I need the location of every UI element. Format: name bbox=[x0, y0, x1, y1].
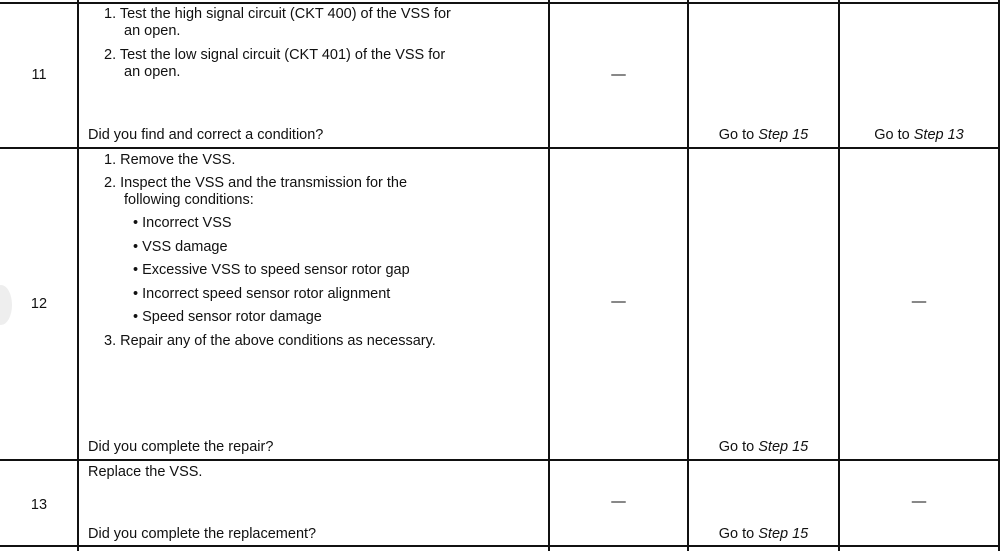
question: Did you complete the repair? bbox=[88, 439, 274, 455]
goto-text: Go to bbox=[718, 526, 759, 542]
value-cell: — bbox=[611, 67, 626, 83]
column-divider bbox=[687, 0, 689, 551]
column-divider bbox=[998, 0, 1000, 551]
action-line: 1. Test the high signal circuit (CKT 400… bbox=[104, 6, 451, 22]
question: Did you find and correct a condition? bbox=[88, 127, 324, 143]
action-line: 3. Repair any of the above conditions as… bbox=[104, 333, 436, 349]
yes-cell: Go to Step 15 bbox=[688, 526, 839, 543]
action-line: an open. bbox=[124, 23, 181, 39]
step-number: 11 bbox=[31, 67, 47, 83]
bullet-item: • Speed sensor rotor damage bbox=[133, 309, 322, 325]
action-line: 1. Remove the VSS. bbox=[104, 152, 236, 168]
yes-cell: Go to Step 15 bbox=[688, 127, 839, 144]
bullet-item: • VSS damage bbox=[133, 239, 228, 255]
question: Did you complete the replacement? bbox=[88, 526, 317, 542]
scan-artifact bbox=[0, 285, 12, 325]
value-cell: — bbox=[611, 494, 626, 510]
action-line: Replace the VSS. bbox=[88, 464, 203, 480]
goto-text: Go to bbox=[718, 127, 759, 143]
bullet-item: • Excessive VSS to speed sensor rotor ga… bbox=[133, 262, 410, 278]
column-divider bbox=[77, 0, 79, 551]
goto-text: Go to bbox=[874, 127, 914, 143]
row-divider bbox=[0, 147, 1000, 149]
action-line: 2. Test the low signal circuit (CKT 401)… bbox=[104, 47, 446, 63]
no-cell: — bbox=[911, 294, 927, 310]
yes-cell: Go to Step 15 bbox=[688, 439, 839, 456]
value-cell: — bbox=[611, 294, 626, 310]
no-cell: — bbox=[911, 494, 927, 510]
no-cell: Go to Step 13 bbox=[839, 127, 999, 144]
action-line: an open. bbox=[124, 64, 181, 80]
step-link: Step 15 bbox=[758, 526, 809, 542]
action-line: following conditions: bbox=[124, 192, 254, 208]
step-number: 12 bbox=[30, 296, 48, 312]
step-link: Step 15 bbox=[758, 439, 809, 455]
step-link: Step 13 bbox=[913, 127, 964, 143]
action-line: 2. Inspect the VSS and the transmission … bbox=[104, 175, 408, 191]
bullet-item: • Incorrect speed sensor rotor alignment bbox=[133, 286, 391, 302]
row-divider bbox=[0, 545, 1000, 547]
column-divider bbox=[548, 0, 550, 551]
step-link: Step 15 bbox=[758, 127, 809, 143]
column-divider bbox=[838, 0, 840, 551]
row-divider bbox=[0, 2, 1000, 4]
row-divider bbox=[0, 459, 1000, 461]
goto-text: Go to bbox=[718, 439, 759, 455]
step-number: 13 bbox=[30, 497, 48, 513]
bullet-item: • Incorrect VSS bbox=[133, 215, 232, 231]
